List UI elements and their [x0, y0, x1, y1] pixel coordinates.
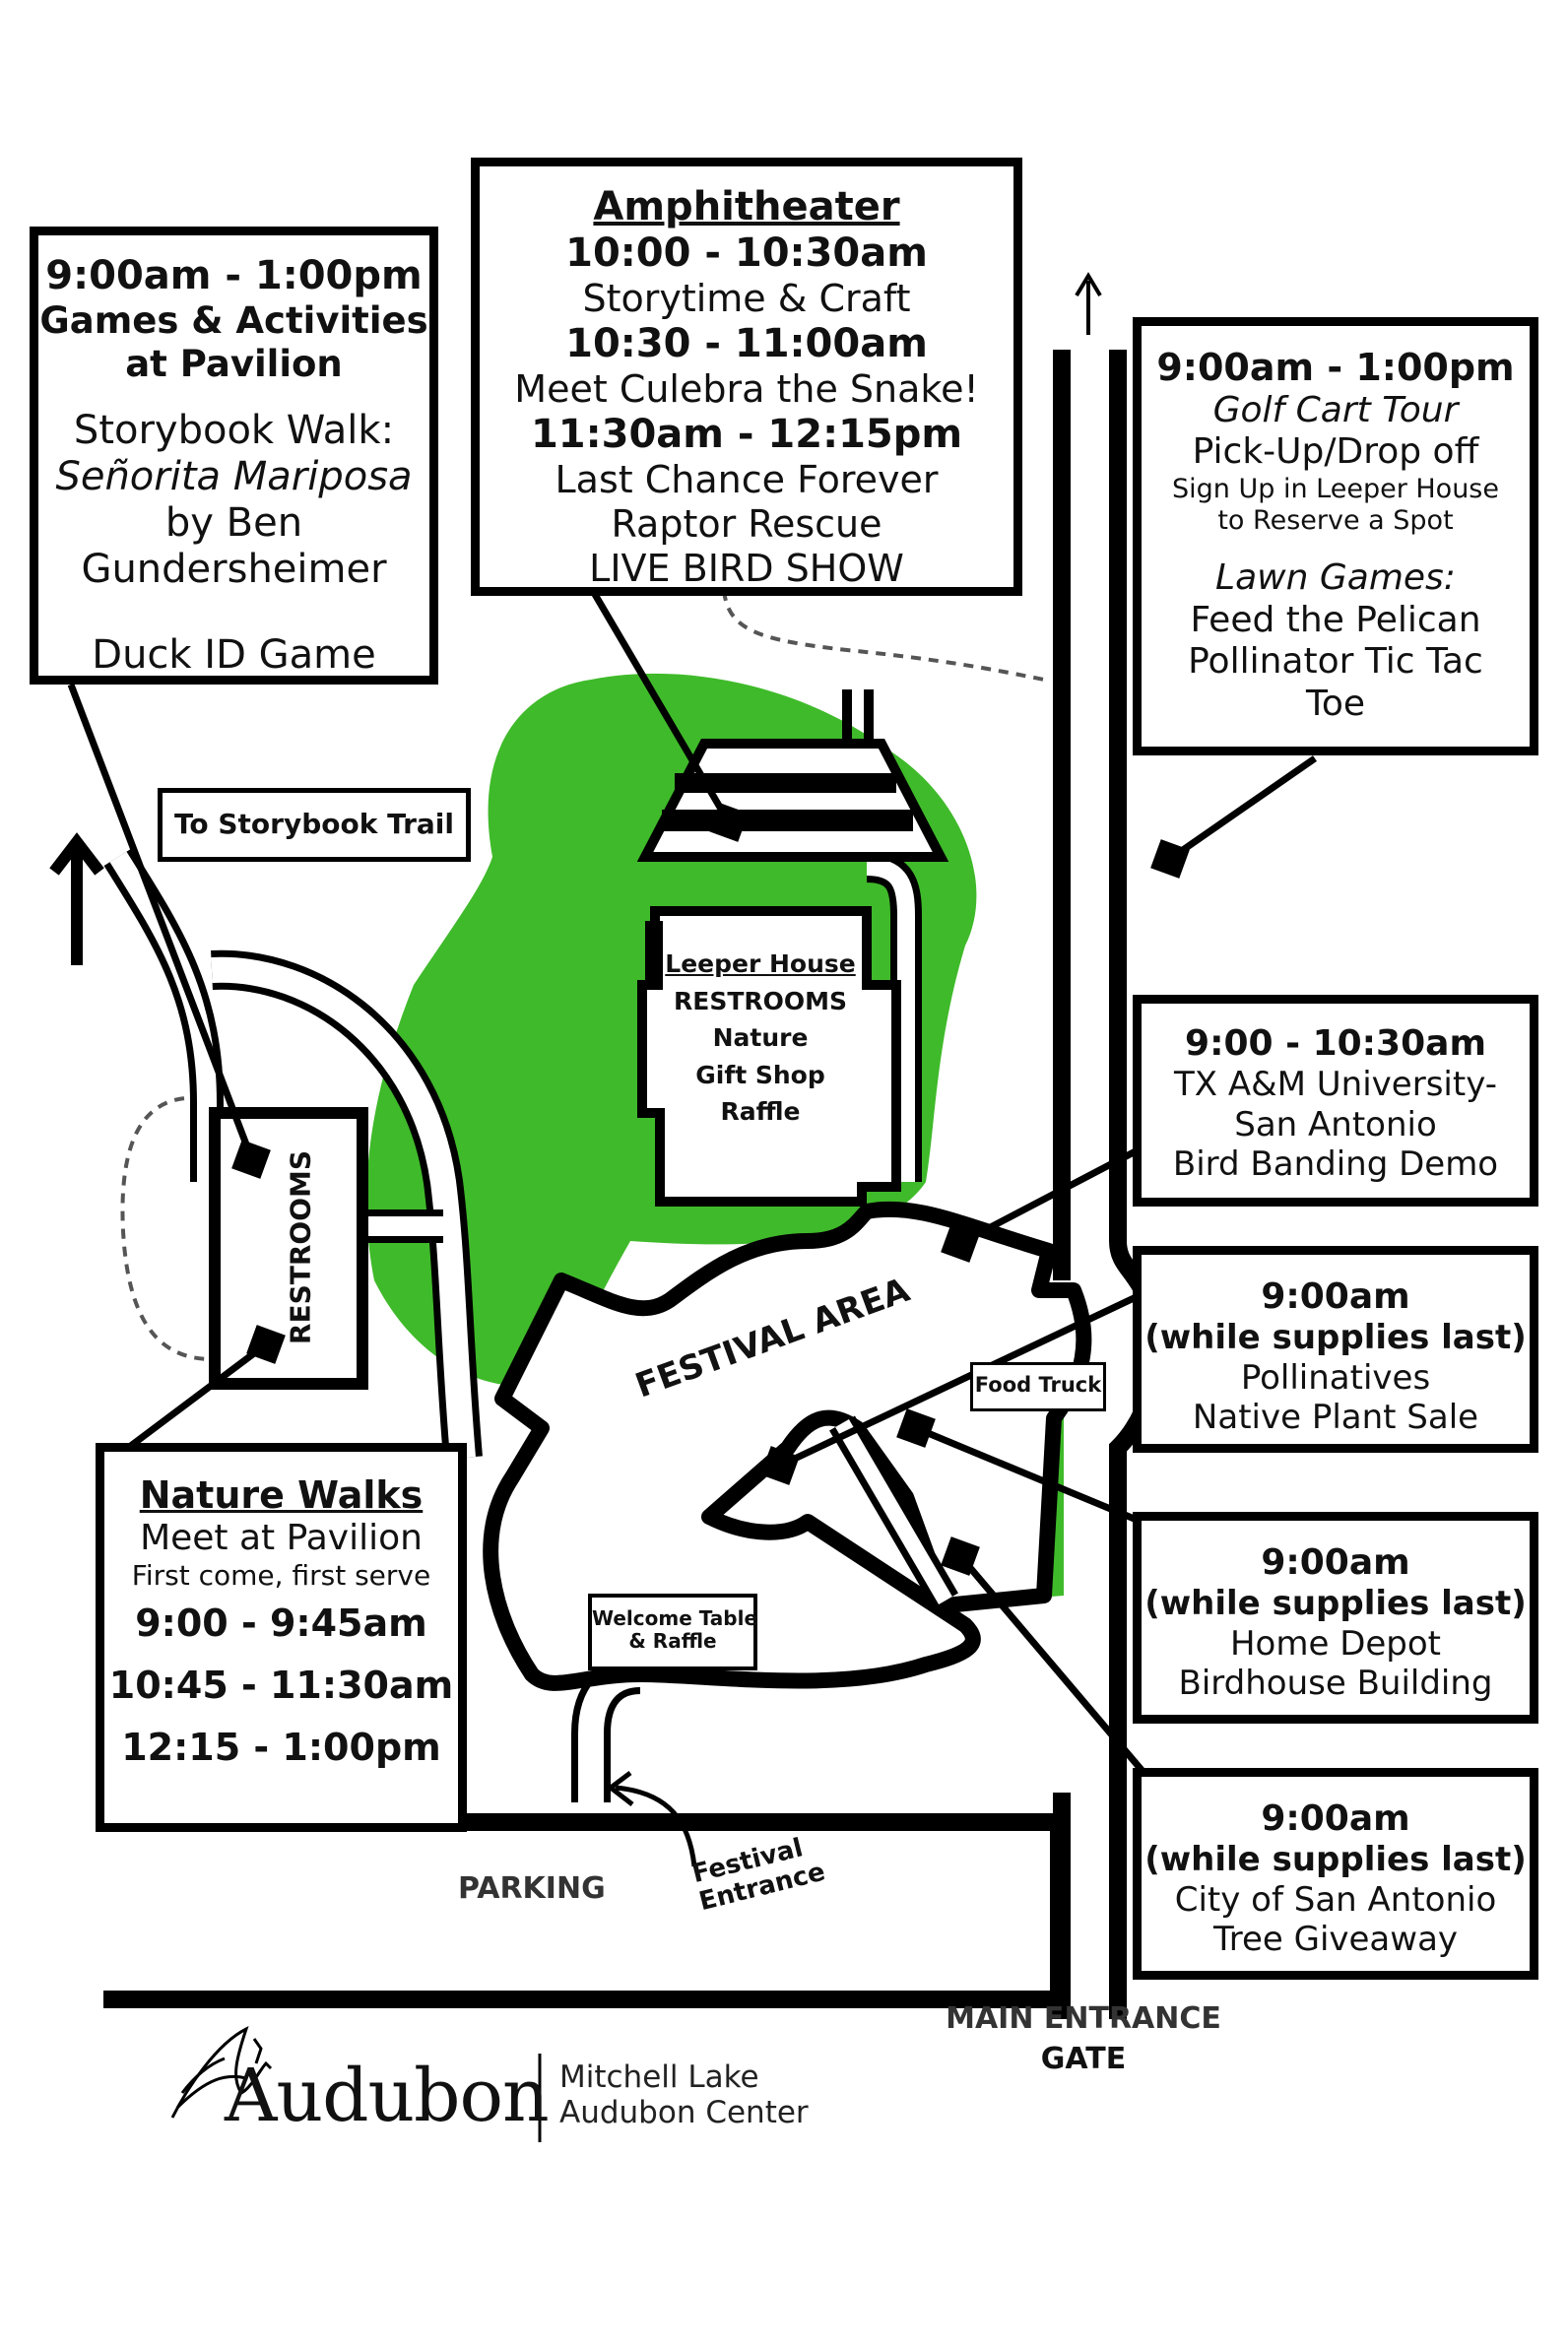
amphitheater-box: Amphitheater 10:00 - 10:30am Storytime &…	[471, 158, 1022, 596]
plant-time: 9:00am	[1261, 1276, 1410, 1317]
nature-line-2: First come, first serve	[131, 1559, 431, 1593]
amphitheater-title: Amphitheater	[593, 184, 900, 229]
plant-line-2: Native Plant Sale	[1192, 1397, 1479, 1437]
leeper-house-shape	[637, 906, 901, 1207]
birdhouse-line-2: Birdhouse Building	[1178, 1663, 1493, 1703]
pavilion-heading-2: at Pavilion	[125, 342, 343, 385]
amph-event-3b: Raptor Rescue	[611, 502, 882, 547]
leeper-line-1: RESTROOMS	[673, 986, 848, 1015]
center-line-2: Audubon Center	[559, 2094, 809, 2130]
tree-line-1: City of San Antonio	[1174, 1879, 1497, 1920]
banding-time: 9:00 - 10:30am	[1185, 1023, 1486, 1064]
golf-line-2: Sign Up in Leeper House	[1172, 473, 1499, 504]
bird-banding-box: 9:00 - 10:30am TX A&M University- San An…	[1133, 995, 1538, 1207]
golf-cart-box: 9:00am - 1:00pm Golf Cart Tour Pick-Up/D…	[1133, 317, 1538, 755]
welcome-line-1: Welcome Table	[592, 1606, 758, 1630]
walk-line-3: by Ben	[164, 499, 303, 546]
walk-line-4: Gundersheimer	[81, 547, 387, 593]
birdhouse-line-1: Home Depot	[1229, 1623, 1442, 1664]
restrooms-label: RESTROOMS	[284, 1149, 317, 1345]
pavilion-time: 9:00am - 1:00pm	[45, 253, 423, 298]
nature-line-1: Meet at Pavilion	[140, 1517, 423, 1558]
north-arrow-left	[49, 832, 104, 965]
audubon-egret-logo	[170, 2026, 273, 2119]
lawn-game-1: Feed the Pelican	[1190, 599, 1481, 640]
plant-sale-box: 9:00am (while supplies last) Pollinative…	[1133, 1246, 1538, 1453]
audubon-center-name: Mitchell Lake Audubon Center	[559, 2059, 809, 2130]
pavilion-heading-1: Games & Activities	[39, 299, 428, 343]
nature-title: Nature Walks	[139, 1473, 424, 1517]
parking-road	[103, 1813, 1068, 2019]
north-arrow-road	[1075, 272, 1102, 335]
nature-time-3: 12:15 - 1:00pm	[121, 1725, 441, 1769]
welcome-line-2: & Raffle	[628, 1629, 717, 1653]
amph-time-2: 10:30 - 11:00am	[565, 321, 928, 367]
dashed-trail-north	[722, 590, 1045, 682]
nature-walks-box: Nature Walks Meet at Pavilion First come…	[96, 1443, 467, 1832]
tree-time: 9:00am	[1261, 1798, 1410, 1839]
amph-event-3c: LIVE BIRD SHOW	[589, 547, 904, 591]
leeper-line-2: Nature	[712, 1023, 809, 1052]
leeper-line-3: Gift Shop	[695, 1060, 825, 1089]
amph-time-1: 10:00 - 10:30am	[565, 230, 928, 277]
golf-line-3: to Reserve a Spot	[1217, 504, 1454, 536]
walk-title: Señorita Mariposa	[55, 453, 413, 499]
birdhouse-time: 9:00am	[1261, 1542, 1410, 1583]
dashed-trail-west	[120, 1095, 213, 1361]
amph-event-3a: Last Chance Forever	[555, 458, 939, 502]
golf-time: 9:00am - 1:00pm	[1156, 346, 1515, 389]
lawn-game-3: Toe	[1305, 683, 1366, 724]
lawn-game-2: Pollinator Tic Tac	[1188, 641, 1483, 683]
tree-line-2: Tree Giveaway	[1212, 1919, 1459, 1959]
audubon-wordmark: Audubon	[225, 2054, 550, 2138]
walk-line-1: Storybook Walk:	[73, 407, 395, 453]
nature-time-2: 10:45 - 11:30am	[108, 1664, 454, 1708]
center-line-1: Mitchell Lake	[559, 2059, 759, 2095]
amph-time-3: 11:30am - 12:15pm	[530, 412, 963, 458]
plant-line-1: Pollinatives	[1240, 1357, 1431, 1398]
nature-time-1: 9:00 - 9:45am	[135, 1601, 427, 1646]
duck-game: Duck ID Game	[92, 632, 376, 679]
banding-line-2: San Antonio	[1234, 1104, 1437, 1144]
banding-line-1: TX A&M University-	[1174, 1065, 1497, 1105]
festival-entrance-arrow	[606, 1771, 697, 1867]
leeper-title: Leeper House	[665, 949, 856, 978]
leeper-house-label: Leeper House RESTROOMS Nature Gift Shop …	[662, 946, 859, 1131]
leeper-line-4: Raffle	[720, 1097, 801, 1126]
tree-giveaway-box: 9:00am (while supplies last) City of San…	[1133, 1768, 1538, 1980]
gate-text: GATE	[1040, 2041, 1127, 2076]
tree-note: (while supplies last)	[1144, 1840, 1527, 1880]
plant-note: (while supplies last)	[1144, 1318, 1527, 1358]
festival-area-outline	[483, 1201, 1092, 1691]
amph-event-2: Meet Culebra the Snake!	[514, 367, 979, 412]
main-entrance-label: MAIN ENTRANCE GATE	[946, 1999, 1221, 2079]
main-entrance-text: MAIN ENTRANCE	[946, 2001, 1221, 2036]
parking-label: PARKING	[458, 1871, 606, 1906]
banding-line-3: Bird Banding Demo	[1172, 1143, 1499, 1184]
pavilion-activities-box: 9:00am - 1:00pm Games & Activities at Pa…	[30, 227, 438, 685]
amph-event-1: Storytime & Craft	[582, 277, 911, 321]
birdhouse-note: (while supplies last)	[1144, 1584, 1527, 1624]
lawn-games-title: Lawn Games:	[1215, 557, 1456, 599]
golf-line-1: Pick-Up/Drop off	[1192, 431, 1479, 473]
food-truck-label: Food Truck	[970, 1362, 1106, 1411]
birdhouse-box: 9:00am (while supplies last) Home Depot …	[1133, 1512, 1538, 1724]
leader-lines	[67, 589, 1317, 1786]
storybook-trail-label: To Storybook Trail	[158, 788, 471, 862]
welcome-table-label: Welcome Table & Raffle	[588, 1594, 757, 1670]
golf-title: Golf Cart Tour	[1212, 389, 1459, 430]
